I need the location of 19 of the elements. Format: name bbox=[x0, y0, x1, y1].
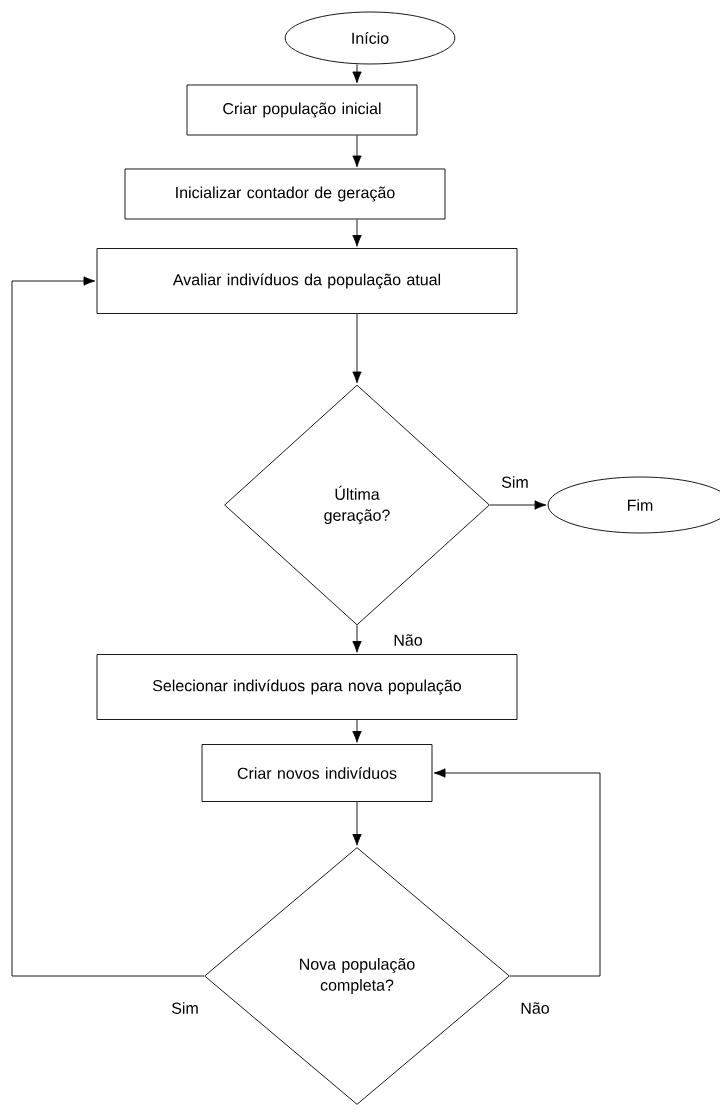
arrow bbox=[352, 719, 362, 743]
arrow bbox=[352, 135, 362, 168]
edge-label: Sim bbox=[170, 1001, 200, 1015]
process-box: Inicializar contador de geração bbox=[124, 168, 446, 220]
edge-label: Sim bbox=[500, 475, 530, 489]
arrow bbox=[489, 500, 547, 510]
arrow bbox=[352, 625, 362, 653]
process-box: Avaliar indivíduos da população atual bbox=[96, 248, 518, 314]
edge-label: Não bbox=[519, 1001, 551, 1015]
arrow bbox=[352, 64, 362, 84]
arrow bbox=[352, 801, 362, 846]
arrow bbox=[352, 313, 362, 384]
process-box: Criar população inicial bbox=[186, 84, 418, 136]
edge-label: Não bbox=[392, 633, 424, 647]
arrow bbox=[352, 219, 362, 247]
process-box: Selecionar indivíduos para nova população bbox=[96, 654, 518, 720]
arrow bbox=[433, 768, 601, 977]
arrow bbox=[11, 276, 205, 977]
process-box: Criar novos indivíduos bbox=[201, 744, 433, 802]
